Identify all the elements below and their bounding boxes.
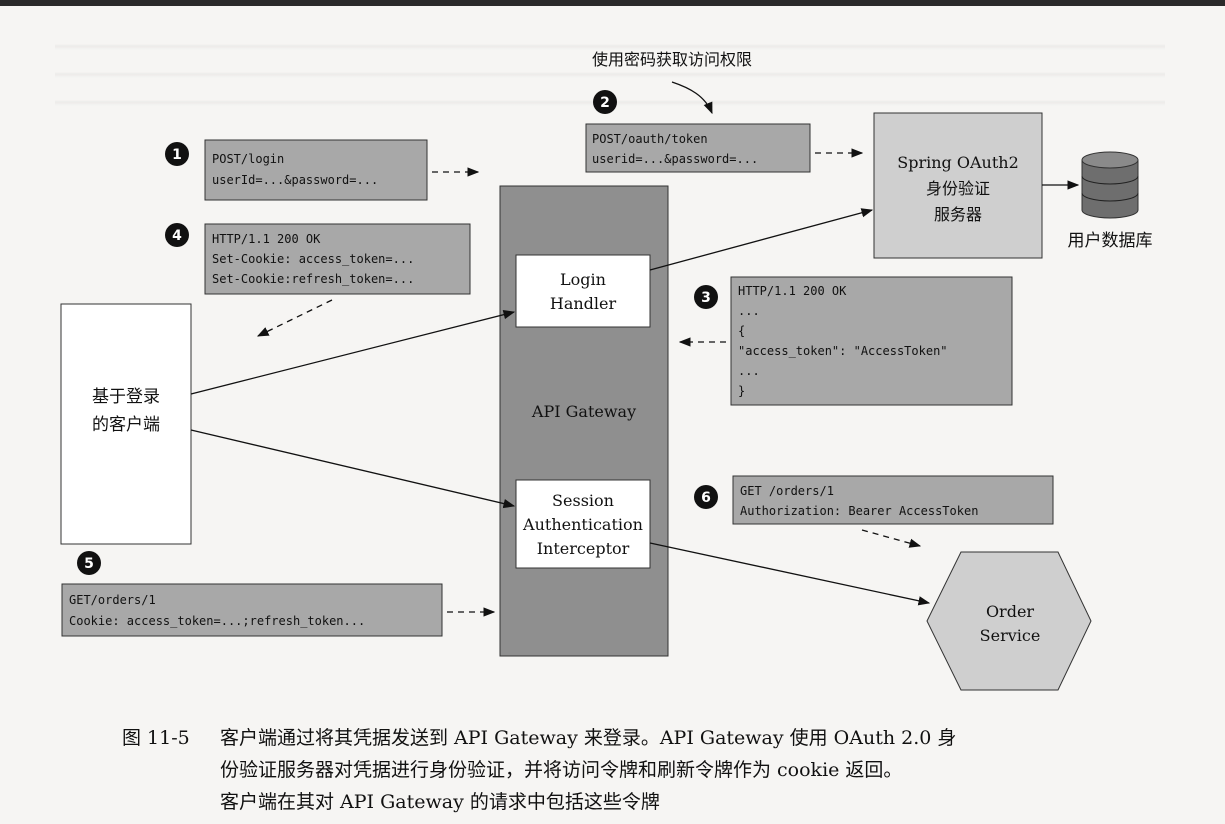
oauth-server-line2: 身份验证 xyxy=(926,179,990,198)
step-6-badge xyxy=(694,485,718,509)
step-4-line2: Set-Cookie: access_token=... xyxy=(212,252,414,266)
step-3-line6: } xyxy=(738,384,745,398)
oauth-server-box xyxy=(873,112,1043,259)
database-label: 用户数据库 xyxy=(1068,231,1153,251)
session-interceptor-line1: Session xyxy=(552,491,614,510)
login-handler-line2: Handler xyxy=(550,294,617,313)
step-6-arrow xyxy=(861,529,922,548)
oauth-server-line1: Spring OAuth2 xyxy=(897,153,1019,172)
step-5-number: 5 xyxy=(84,556,94,572)
step-4-line1: HTTP/1.1 200 OK xyxy=(212,232,321,246)
step-3-box xyxy=(730,276,1013,406)
order-service-hexagon xyxy=(926,551,1092,691)
step-1-line2: userId=...&password=... xyxy=(212,173,378,187)
caption-line-2: 份验证服务器对凭据进行身份验证，并将访问令牌和刷新令牌作为 cookie 返回。 xyxy=(220,759,903,781)
order-service-line2: Service xyxy=(980,626,1041,645)
api-gateway-label: API Gateway xyxy=(531,402,636,421)
step-3-line1: HTTP/1.1 200 OK xyxy=(738,284,847,298)
step-4-box xyxy=(204,223,471,295)
top-label: 使用密码获取访问权限 xyxy=(592,50,752,69)
figure-label: 图 11-5 xyxy=(122,727,190,749)
caption-line-3: 客户端在其对 API Gateway 的请求中包括这些令牌 xyxy=(220,791,660,813)
step-2-line2: userid=...&password=... xyxy=(592,152,758,166)
top-border xyxy=(0,0,1225,6)
step-4-arrow xyxy=(256,299,333,337)
step-2-box xyxy=(585,123,811,173)
step-5-box xyxy=(61,583,443,637)
step-4-number: 4 xyxy=(172,228,182,244)
step-5-line1: GET/orders/1 xyxy=(69,593,156,607)
caption-line-1: 客户端通过将其凭据发送到 API Gateway 来登录。API Gateway… xyxy=(220,727,957,749)
session-interceptor-line3: Interceptor xyxy=(537,539,630,558)
client-to-session-arrow xyxy=(190,429,516,509)
client-to-login-arrow xyxy=(190,310,516,395)
session-interceptor-line2: Authentication xyxy=(522,515,643,534)
step-5-line2: Cookie: access_token=...;refresh_token..… xyxy=(69,614,365,628)
step-3-line3: { xyxy=(738,324,745,338)
step-2-line1: POST/oauth/token xyxy=(592,132,708,146)
step-4-badge xyxy=(165,223,189,247)
session-to-order-arrow xyxy=(649,542,931,606)
client-label-line1: 基于登录 xyxy=(92,387,160,407)
step-4-line3: Set-Cookie:refresh_token=... xyxy=(212,272,414,286)
login-handler-box[interactable] xyxy=(515,254,651,328)
step-1-box xyxy=(204,139,428,201)
order-service-line1: Order xyxy=(986,602,1034,621)
session-interceptor-box[interactable] xyxy=(515,479,651,569)
client-label-line2: 的客户端 xyxy=(92,415,160,435)
oauth-server-line3: 服务器 xyxy=(934,205,982,224)
step-1-line1: POST/login xyxy=(212,152,284,166)
step-6-box xyxy=(732,475,1054,525)
step-3-line5: ... xyxy=(738,364,760,378)
step-6-line1: GET /orders/1 xyxy=(740,484,834,498)
step-6-number: 6 xyxy=(701,490,711,506)
step-2-number: 2 xyxy=(600,95,610,111)
step-3-line2: ... xyxy=(738,304,760,318)
step-1-number: 1 xyxy=(172,147,182,163)
database-icon xyxy=(1081,151,1139,219)
step-6-line2: Authorization: Bearer AccessToken xyxy=(740,504,978,518)
login-to-oauth-arrow xyxy=(649,208,874,271)
step-3-number: 3 xyxy=(701,290,711,306)
step-2-badge xyxy=(593,90,617,114)
step-5-badge xyxy=(77,551,101,575)
step-3-badge xyxy=(694,285,718,309)
client-box xyxy=(60,303,192,545)
step-1-badge xyxy=(165,142,189,166)
step-3-line4: "access_token": "AccessToken" xyxy=(738,344,948,358)
login-handler-line1: Login xyxy=(560,270,606,289)
top-label-arrow xyxy=(671,81,713,115)
